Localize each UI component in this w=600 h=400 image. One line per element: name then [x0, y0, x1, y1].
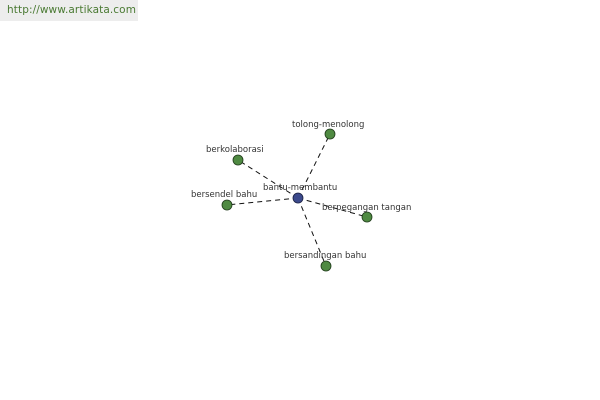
edges-layer: [226, 133, 368, 267]
nodes-layer: [221, 128, 373, 272]
node-bersendel[interactable]: [221, 199, 233, 211]
node-label-bersandingan[interactable]: bersandingan bahu: [284, 251, 366, 261]
edge-center-bersendel: [226, 197, 299, 206]
node-label-center[interactable]: bantu-membantu: [263, 183, 337, 193]
node-bersandingan[interactable]: [320, 260, 332, 272]
node-center[interactable]: [292, 192, 304, 204]
edge-center-tolong: [297, 133, 331, 199]
node-tolong[interactable]: [324, 128, 336, 140]
labels-layer: bantu-membantu tolong-menolong berkolabora…: [191, 120, 411, 261]
source-url-link[interactable]: http://www.artikata.com: [7, 4, 137, 16]
node-label-berpegangan[interactable]: berpegangan tangan: [322, 203, 411, 213]
edge-center-berpegangan: [297, 197, 368, 218]
node-label-tolong[interactable]: tolong-menolong: [292, 120, 364, 130]
node-label-berkolaborasi[interactable]: berkolaborasi: [206, 145, 264, 155]
node-label-bersendel[interactable]: bersendel bahu: [191, 190, 257, 200]
source-banner: http://www.artikata.com: [0, 0, 138, 21]
edge-center-bersandingan: [297, 197, 327, 267]
node-berpegangan[interactable]: [361, 211, 373, 223]
edge-center-berkolaborasi: [237, 159, 299, 199]
node-berkolaborasi[interactable]: [232, 154, 244, 166]
